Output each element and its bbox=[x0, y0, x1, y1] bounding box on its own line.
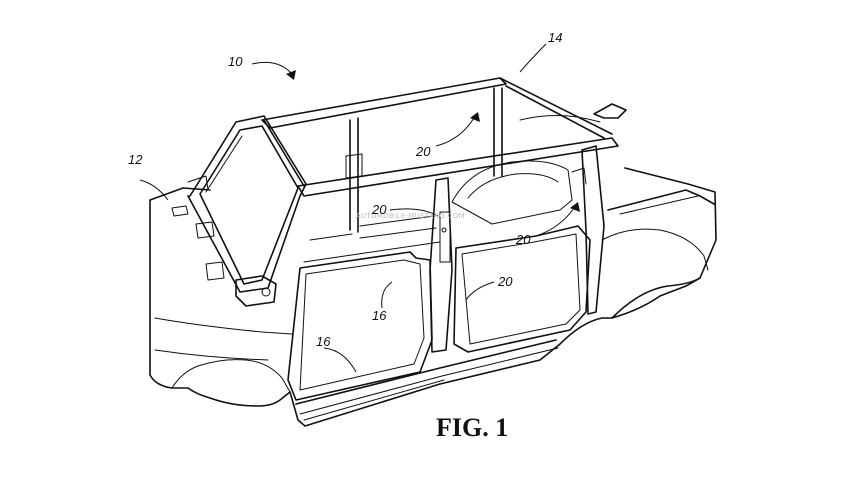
label-lower-door-left: 16 bbox=[372, 308, 387, 323]
label-lower-door-right: 16 bbox=[316, 334, 331, 349]
label-pillar-lower: 20 bbox=[497, 274, 513, 289]
label-vehicle: 10 bbox=[228, 54, 243, 69]
leader-lines bbox=[139, 43, 580, 373]
windshield-frame bbox=[171, 115, 307, 307]
label-roof-frame: 14 bbox=[548, 30, 562, 45]
watermark-text: AUTOMOBILE-MUSTANG.COM bbox=[356, 212, 465, 220]
label-body: 12 bbox=[128, 152, 143, 167]
label-pillar-middle: 20 bbox=[371, 202, 387, 217]
label-pillar-right: 20 bbox=[515, 232, 531, 247]
vehicle-body bbox=[149, 103, 717, 427]
roof-frame bbox=[261, 77, 619, 233]
door-openings bbox=[287, 145, 605, 401]
label-pillar-top: 20 bbox=[415, 144, 431, 159]
figure-caption: FIG. 1 bbox=[436, 413, 508, 442]
